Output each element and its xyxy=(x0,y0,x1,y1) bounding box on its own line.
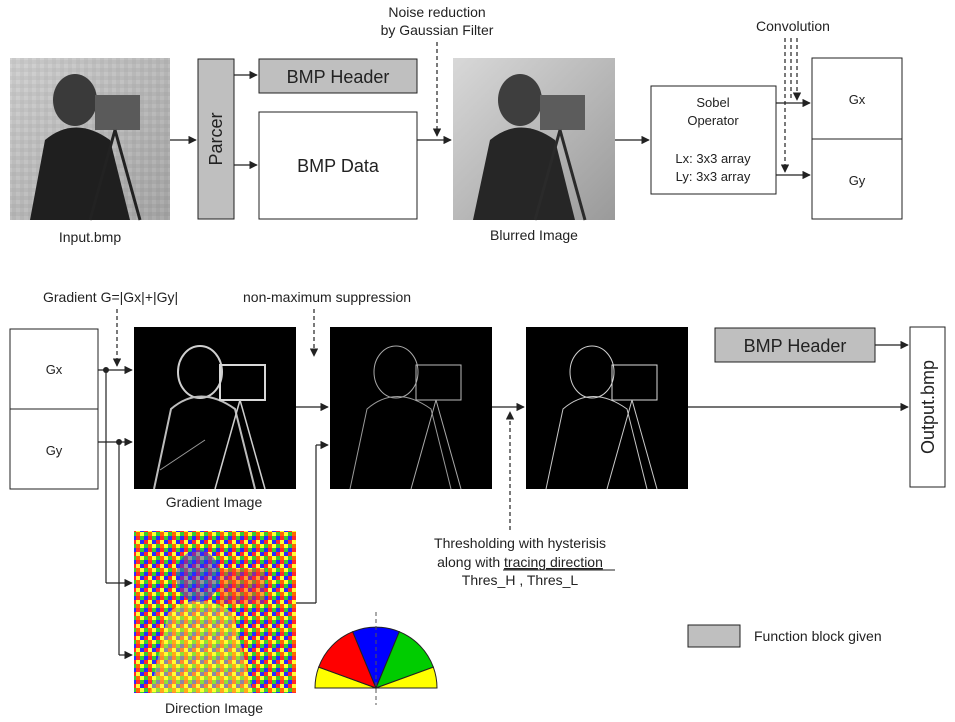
bmp-header-block-bottom xyxy=(714,327,876,363)
gx-gy-connectors xyxy=(98,365,133,660)
gx-label-bottom: Gx xyxy=(46,362,63,377)
input-image xyxy=(10,58,170,221)
output-label: Output.bmp xyxy=(918,360,938,454)
junction-gy xyxy=(116,439,122,445)
bmp-header-label: BMP Header xyxy=(287,67,390,87)
legend-label: Function block given xyxy=(754,628,882,644)
gy-label-bottom: Gy xyxy=(46,443,63,458)
threshold-line2: along with tracing direction xyxy=(437,554,603,570)
gradient-image xyxy=(134,327,296,490)
junction-gx xyxy=(103,367,109,373)
threshold-image xyxy=(526,327,688,490)
nms-image xyxy=(330,327,492,490)
input-caption: Input.bmp xyxy=(59,229,121,245)
sobel-ly: Ly: 3x3 array xyxy=(676,169,751,184)
blurred-caption: Blurred Image xyxy=(490,227,578,243)
sobel-line1: Sobel xyxy=(696,95,729,110)
gy-label-top: Gy xyxy=(849,173,866,188)
gx-label-top: Gx xyxy=(849,92,866,107)
gradient-caption: Gradient Image xyxy=(166,494,263,510)
sobel-lx: Lx: 3x3 array xyxy=(675,151,751,166)
sobel-block xyxy=(650,85,777,195)
legend-swatch xyxy=(687,624,741,648)
direction-to-nms-connector xyxy=(296,440,329,604)
threshold-line3: Thres_H , Thres_L xyxy=(462,572,579,588)
parser-label: Parcer xyxy=(206,112,226,165)
gradient-formula: Gradient G=|Gx|+|Gy| xyxy=(43,289,178,305)
parser-block xyxy=(197,58,235,220)
direction-image xyxy=(134,531,296,693)
output-block xyxy=(909,326,946,488)
noise-label-line1: Noise reduction xyxy=(388,4,485,20)
gx-block-bottom xyxy=(9,328,99,410)
gy-block-bottom xyxy=(9,408,99,490)
threshold-line2-underlined: tracing direction xyxy=(504,554,603,570)
nms-label: non-maximum suppression xyxy=(243,289,411,305)
convolution-label: Convolution xyxy=(756,18,830,34)
threshold-line1: Thresholding with hysterisis xyxy=(434,535,606,551)
threshold-line2-prefix: along with xyxy=(437,554,504,570)
gy-block-top xyxy=(811,138,903,220)
blurred-image xyxy=(453,58,615,221)
bmp-header-block xyxy=(258,58,418,94)
bmp-data-label: BMP Data xyxy=(297,156,380,176)
direction-caption: Direction Image xyxy=(165,700,263,716)
bmp-header-label-bottom: BMP Header xyxy=(744,336,847,356)
sobel-line2: Operator xyxy=(687,113,739,128)
bmp-data-block xyxy=(258,111,418,220)
noise-label-line2: by Gaussian Filter xyxy=(381,22,494,38)
